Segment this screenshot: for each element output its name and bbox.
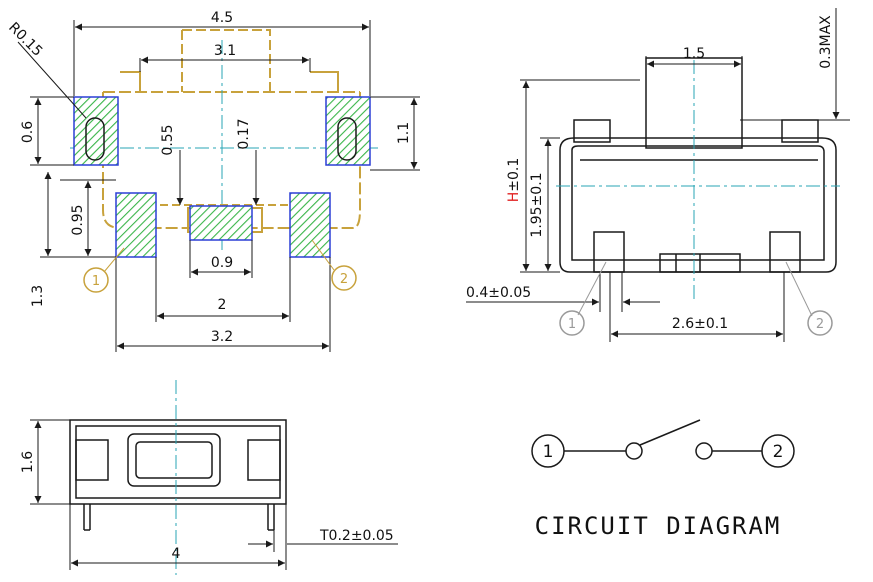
pin-marker-1-side: 1 — [559, 261, 607, 336]
pad-bottom-center — [189, 205, 253, 241]
bottom-view: 1.6 4 T0.2±0.05 — [20, 380, 398, 575]
switch-lever — [639, 419, 701, 446]
dim-radius: R0.15 — [5, 20, 45, 60]
dim-body-height: 1.95±0.1 — [529, 172, 545, 237]
dim-top-width: 1.5 — [683, 46, 705, 62]
side-centerlines — [556, 60, 840, 300]
circuit-node-2-label: 2 — [773, 442, 784, 462]
svg-text:H±0.1: H±0.1 — [506, 158, 522, 203]
oval-hole-right — [337, 117, 357, 161]
pad-bottom-right — [289, 192, 331, 258]
dim-pad-height: 0.6 — [20, 121, 36, 143]
dim-095: 0.95 — [70, 204, 86, 235]
dim-thickness: T0.2±0.05 — [319, 528, 394, 544]
svg-text:2: 2 — [816, 317, 824, 332]
dim-width-total: 4.5 — [211, 10, 233, 26]
dim-actuator-width: 3.1 — [214, 43, 236, 59]
dim-max-height: 0.3MAX — [818, 15, 834, 69]
dim-h-label: H±0.1 — [506, 158, 522, 203]
dim-lead-pitch: 2.6±0.1 — [672, 316, 728, 332]
pad-top-right — [325, 96, 371, 166]
dim-055: 0.55 — [160, 124, 176, 155]
circuit-caption: CIRCUIT DIAGRAM — [535, 512, 782, 540]
dim-2: 2 — [218, 297, 227, 313]
pin-marker-1-top: 1 — [83, 247, 125, 293]
pin-marker-2-top: 2 — [311, 239, 357, 291]
dim-09: 0.9 — [211, 255, 233, 271]
dim-11: 1.1 — [396, 122, 412, 144]
oval-hole-left — [85, 117, 105, 161]
circuit-node-1-label: 1 — [543, 442, 554, 462]
dim-height-16: 1.6 — [20, 451, 36, 473]
circuit-node-2 — [761, 434, 795, 468]
svg-text:2: 2 — [340, 272, 348, 287]
dim-width-4: 4 — [172, 546, 181, 562]
dim-32: 3.2 — [211, 329, 233, 345]
switch-contact-left — [625, 442, 643, 460]
pad-bottom-left — [115, 192, 157, 258]
circuit-diagram — [531, 419, 795, 468]
bottom-body — [69, 419, 287, 531]
pad-top-left — [73, 96, 119, 166]
top-view: 4.5 3.1 R0.15 0.6 0.55 0.17 1.1 0.95 1.3… — [5, 10, 420, 352]
dim-017: 0.17 — [236, 118, 252, 149]
side-body — [559, 57, 837, 273]
dim-13: 1.3 — [30, 285, 46, 307]
side-view: 1.5 0.3MAX H±0.1 1.95±0.1 0.4±0.05 2.6±0… — [466, 8, 850, 342]
switch-contact-right — [695, 442, 713, 460]
side-dimension-lines — [466, 8, 850, 342]
bottom-dimension-lines — [30, 419, 398, 570]
top-dimension-lines — [17, 20, 420, 352]
pin-marker-2-side: 2 — [785, 261, 833, 336]
dim-lead-width: 0.4±0.05 — [466, 285, 531, 301]
svg-text:1: 1 — [92, 274, 100, 289]
svg-text:1: 1 — [568, 317, 576, 332]
